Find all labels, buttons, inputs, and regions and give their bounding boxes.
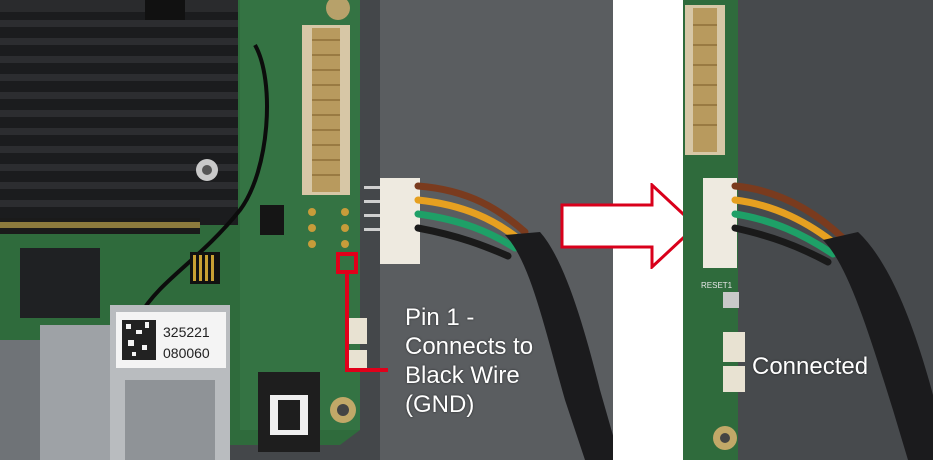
connected-caption: Connected (752, 353, 869, 380)
left-photo-scene: 325221 080060 (0, 0, 613, 460)
fan-connector (364, 178, 420, 264)
fan-wires (414, 182, 529, 260)
barcode-label: 325221 080060 (116, 312, 226, 368)
reset-label: RESET1 (701, 281, 733, 290)
board-connector (302, 25, 350, 195)
pin1-highlight (336, 252, 388, 372)
chip (20, 248, 100, 318)
right-photo-scene: RESET1 (683, 0, 933, 460)
left-photo: 325221 080060 Pin 1 - Connects to (0, 0, 613, 460)
barcode-text-line2: 080060 (163, 345, 210, 361)
right-arrow (560, 183, 700, 269)
right-photo: RESET1 Connected (683, 0, 933, 460)
barcode-text-line1: 325221 (163, 324, 210, 340)
arrow-right-icon (560, 183, 699, 269)
pin1-caption: Pin 1 - Connects to Black Wire (GND) (405, 304, 534, 418)
cable (505, 232, 613, 460)
heatsink (0, 0, 238, 225)
